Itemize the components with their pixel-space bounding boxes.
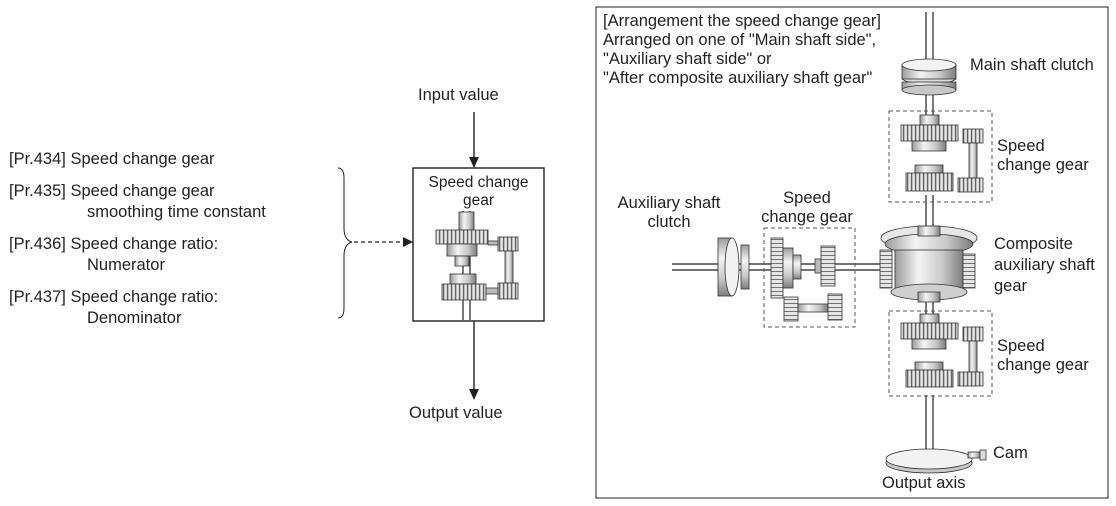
param-436-line2: Numerator xyxy=(9,255,218,276)
note-line-2: Arranged on one of "Main shaft side", xyxy=(603,31,881,50)
cam-icon xyxy=(886,449,986,473)
param-435-line1: [Pr.435] Speed change gear xyxy=(9,181,266,202)
param-435: [Pr.435] Speed change gear smoothing tim… xyxy=(9,181,266,223)
param-436: [Pr.436] Speed change ratio: Numerator xyxy=(9,234,218,276)
note-line-3: "Auxiliary shaft side" or xyxy=(603,50,881,69)
upper-gear-label-line2: change gear xyxy=(997,156,1089,175)
composite-label-line1: Composite xyxy=(994,234,1095,255)
output-arrow-head xyxy=(469,389,479,400)
gear-box-label-line2: gear xyxy=(413,192,544,210)
main-shaft-clutch-label: Main shaft clutch xyxy=(970,56,1094,75)
note-line-1: [Arrangement the speed change gear] xyxy=(603,12,881,31)
arrangement-note: [Arrangement the speed change gear] Arra… xyxy=(603,12,881,88)
param-436-line1: [Pr.436] Speed change ratio: xyxy=(9,234,218,255)
param-435-line2: smoothing time constant xyxy=(9,202,266,223)
input-arrow-head xyxy=(469,157,479,168)
aux-gear-label-line1: Speed xyxy=(752,189,862,208)
gear-box-label-line1: Speed change xyxy=(413,174,544,192)
note-line-4: "After composite auxiliary shaft gear" xyxy=(603,69,881,88)
aux-clutch-label-line2: clutch xyxy=(614,213,724,232)
upper-gear-label-line1: Speed xyxy=(997,137,1089,156)
composite-label-line3: gear xyxy=(994,276,1095,297)
main-shaft-clutch-icon xyxy=(902,59,956,95)
composite-label-line2: auxiliary shaft xyxy=(994,255,1095,276)
output-value-label: Output value xyxy=(409,404,503,423)
composite-auxiliary-shaft-gear-icon xyxy=(880,226,977,302)
auxiliary-shaft-clutch-label: Auxiliary shaft clutch xyxy=(614,194,724,232)
upper-speed-change-gear-label: Speed change gear xyxy=(997,137,1089,175)
lower-speed-change-gear-icon xyxy=(901,314,983,387)
aux-speed-change-gear-label: Speed change gear xyxy=(752,189,862,227)
param-437-line1: [Pr.437] Speed change ratio: xyxy=(9,287,218,308)
output-axis-label: Output axis xyxy=(882,474,965,493)
dashed-arrow-head xyxy=(403,237,413,247)
lower-gear-label-line2: change gear xyxy=(997,356,1089,375)
composite-auxiliary-shaft-gear-label: Composite auxiliary shaft gear xyxy=(994,234,1095,297)
param-437-line2: Denominator xyxy=(9,308,218,329)
lower-speed-change-gear-label: Speed change gear xyxy=(997,337,1089,375)
auxiliary-shaft-clutch-icon xyxy=(718,238,749,296)
param-437: [Pr.437] Speed change ratio: Denominator xyxy=(9,287,218,329)
gear-box-label: Speed change gear xyxy=(413,174,544,210)
auxiliary-speed-change-gear-icon xyxy=(771,238,842,321)
aux-clutch-label-line1: Auxiliary shaft xyxy=(614,194,724,213)
upper-speed-change-gear-icon xyxy=(901,115,983,192)
parameter-brace xyxy=(338,168,352,318)
cam-label: Cam xyxy=(993,444,1028,463)
param-434: [Pr.434] Speed change gear xyxy=(9,149,215,170)
aux-gear-label-line2: change gear xyxy=(752,208,862,227)
param-434-line1: [Pr.434] Speed change gear xyxy=(9,149,215,170)
input-value-label: Input value xyxy=(418,86,499,105)
lower-gear-label-line1: Speed xyxy=(997,337,1089,356)
